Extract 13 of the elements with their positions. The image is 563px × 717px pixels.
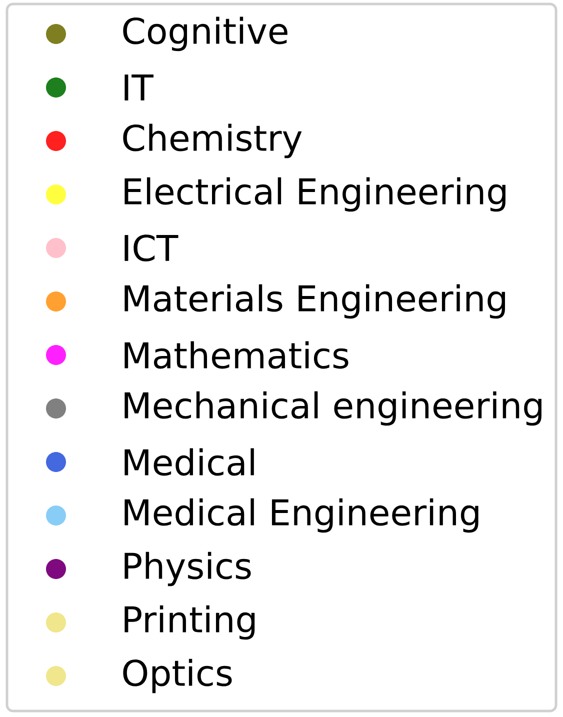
- legend-label: Optics: [123, 658, 232, 694]
- legend-label: Medical: [124, 448, 254, 476]
- legend-label: Printing: [124, 605, 255, 640]
- legend-label: Cognitive: [123, 16, 288, 52]
- legend-label: IT: [124, 74, 154, 100]
- legend-label: Chemistry: [123, 124, 302, 158]
- legend-label: Electrical Engineering: [124, 177, 506, 212]
- legend-label: Physics: [124, 552, 251, 586]
- legend-label: ICT: [124, 234, 178, 262]
- legend-label: Mathematics: [124, 341, 348, 369]
- legend-label: Mechanical engineering: [124, 391, 542, 426]
- legend-label: Medical Engineering: [124, 498, 478, 533]
- legend-label: Materials Engineering: [124, 284, 505, 319]
